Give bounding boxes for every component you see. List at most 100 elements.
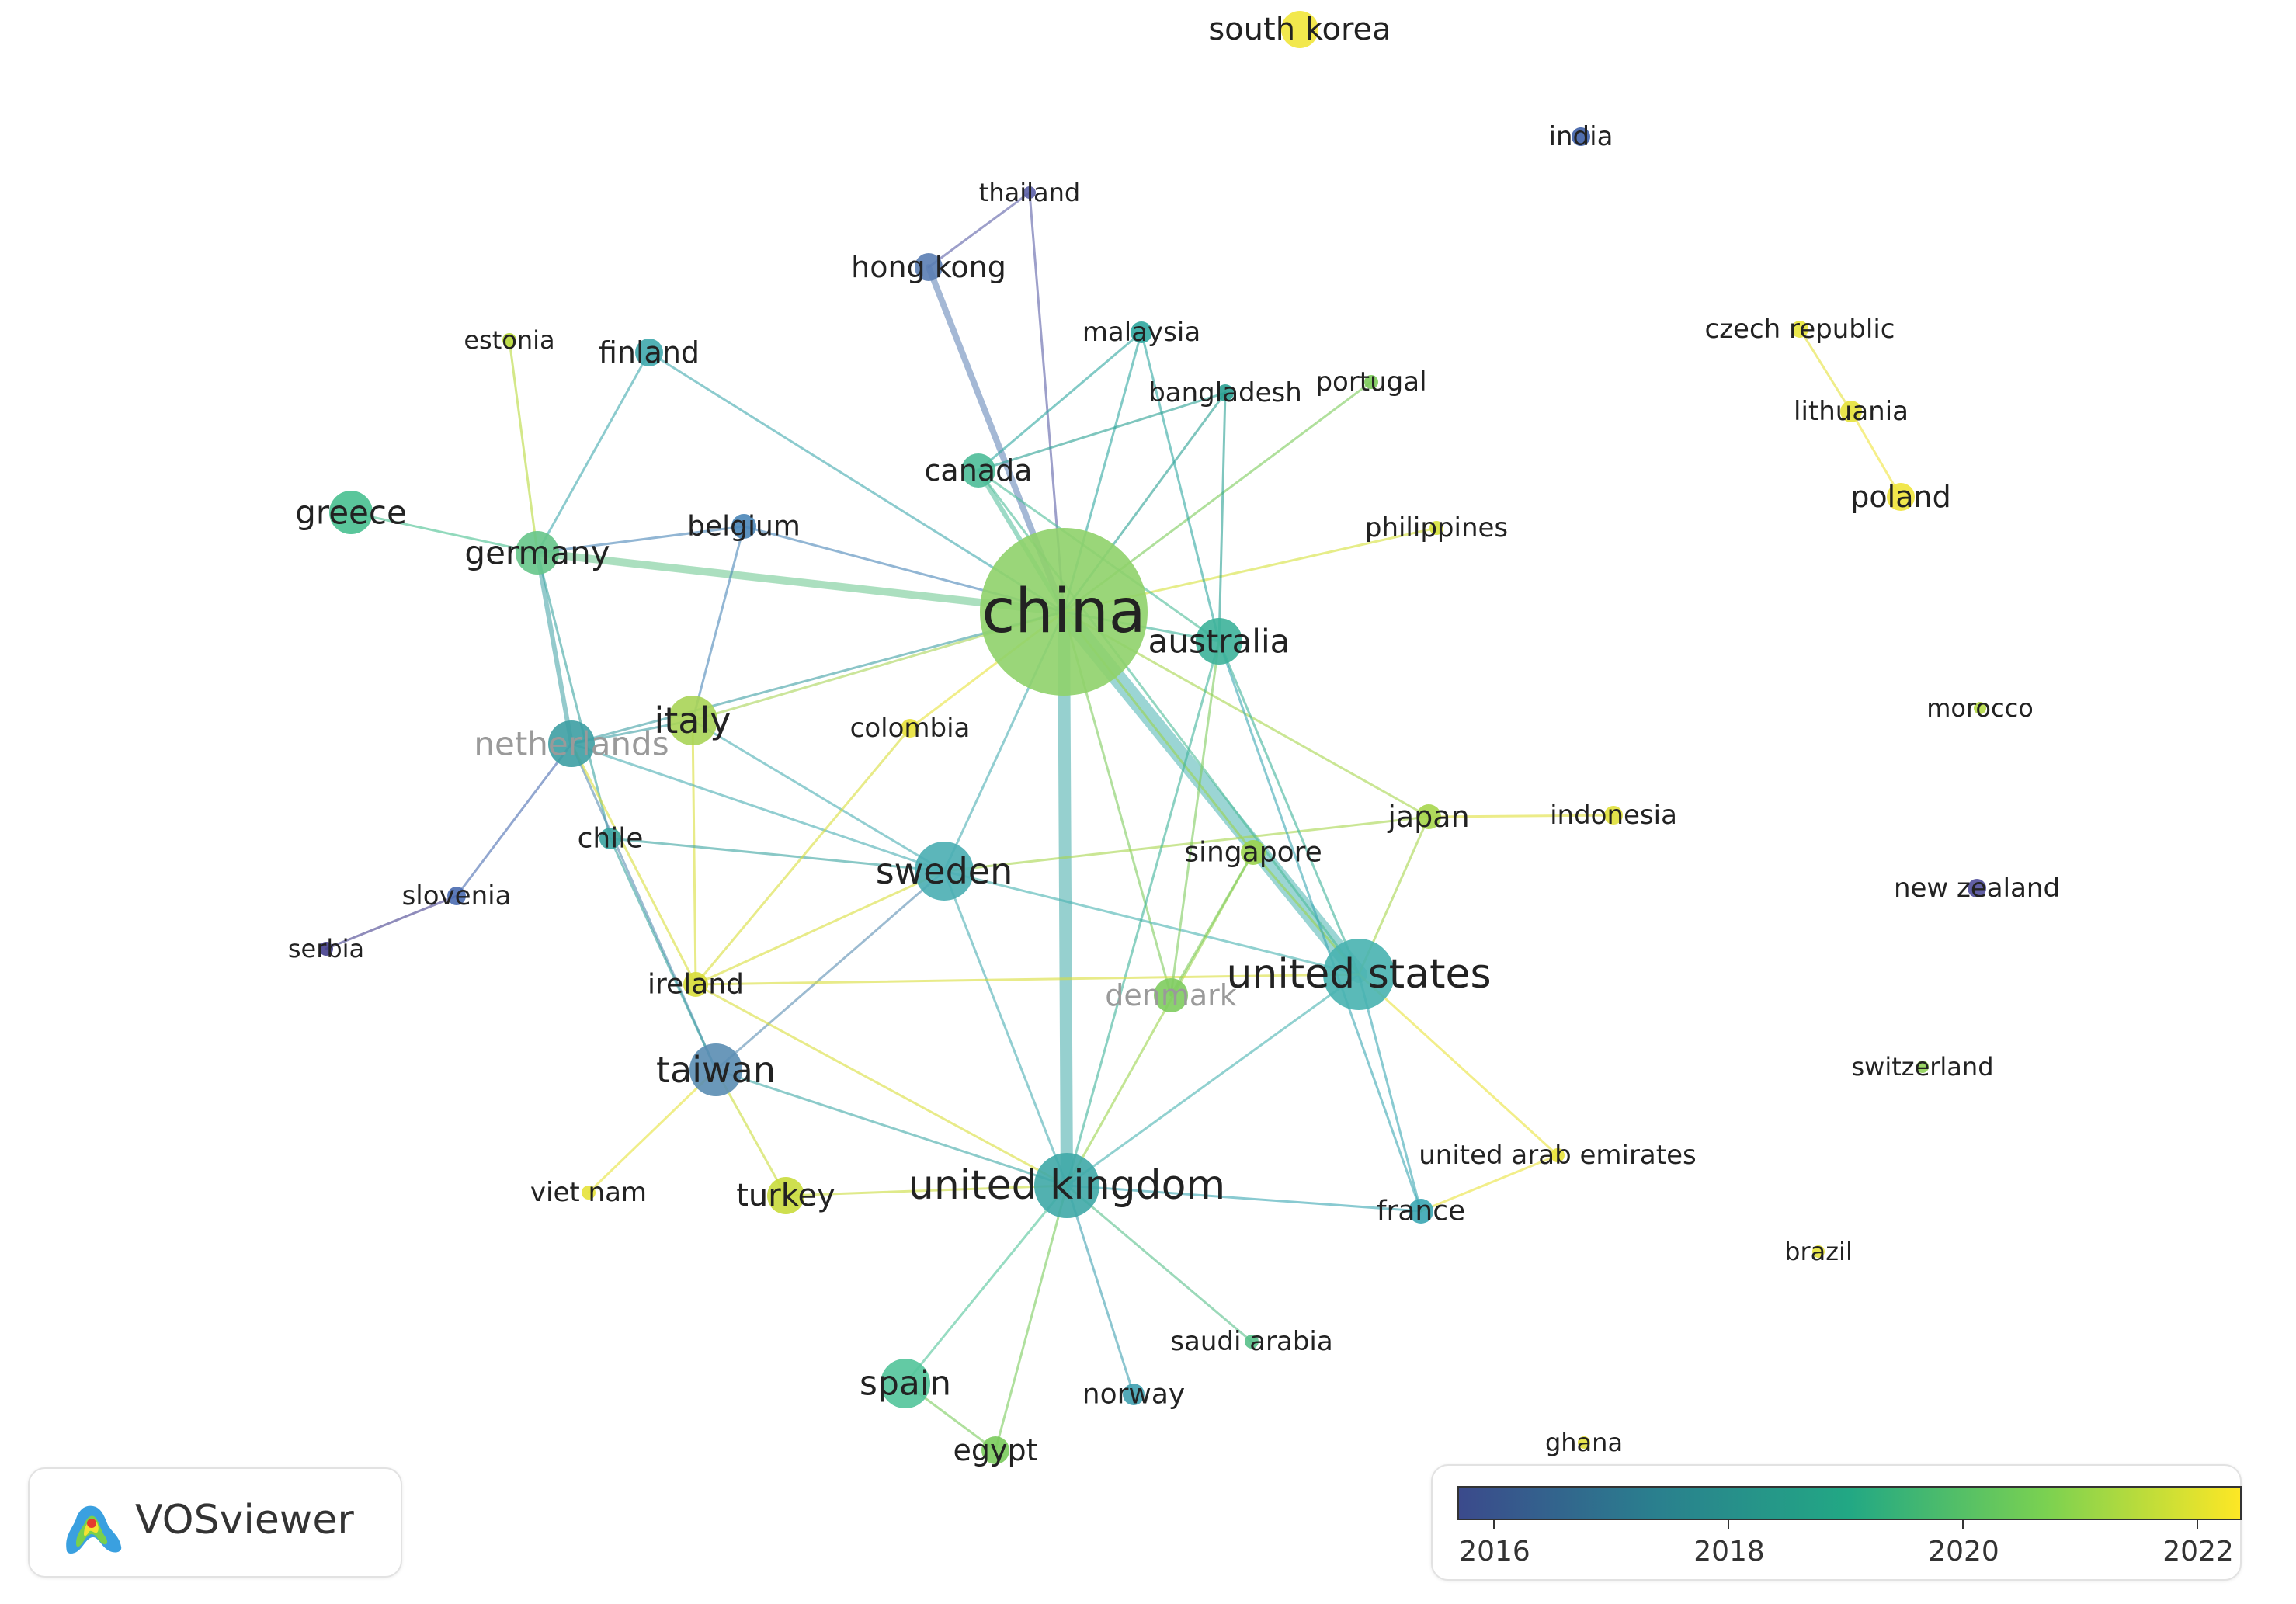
node-switzerland[interactable] xyxy=(1916,1061,1929,1073)
node-malaysia[interactable] xyxy=(1131,321,1152,343)
legend-label-2022: 2022 xyxy=(2162,1536,2234,1568)
link-lithuania-poland xyxy=(1850,410,1902,498)
link-australia-france xyxy=(1217,640,1422,1213)
label-switzerland: switzerland xyxy=(1851,1052,1993,1081)
link-united_kingdom-united_states xyxy=(1065,973,1360,1187)
label-finland: finland xyxy=(599,335,700,370)
link-united_states-united_arab_emirates xyxy=(1357,973,1559,1157)
link-united_states-france xyxy=(1357,973,1422,1213)
legend-tick xyxy=(1728,1520,1729,1529)
link-united_kingdom-australia xyxy=(1065,640,1221,1187)
link-czech_republic-lithuania xyxy=(1798,328,1853,413)
node-japan[interactable] xyxy=(1416,804,1441,829)
label-bangladesh: bangladesh xyxy=(1148,377,1302,408)
node-germany[interactable] xyxy=(516,531,559,575)
node-norway[interactable] xyxy=(1123,1384,1145,1405)
link-united_kingdom-egypt xyxy=(994,1184,1068,1452)
link-france-united_arab_emirates xyxy=(1419,1154,1559,1213)
label-belgium: belgium xyxy=(687,511,801,543)
node-new-zealand[interactable] xyxy=(1968,879,1986,897)
node-portugal[interactable] xyxy=(1364,375,1378,389)
node-bangladesh[interactable] xyxy=(1217,384,1234,401)
node-egypt[interactable] xyxy=(981,1436,1009,1464)
node-serbia[interactable] xyxy=(319,942,333,956)
legend-gradient-bar xyxy=(1457,1486,2242,1520)
label-japan: japan xyxy=(1387,800,1469,834)
legend-label-2016: 2016 xyxy=(1459,1536,1530,1568)
node-morocco[interactable] xyxy=(1974,702,1986,714)
node-czech-republic[interactable] xyxy=(1791,321,1808,338)
node-colombia[interactable] xyxy=(901,719,919,738)
node-united-kingdom[interactable] xyxy=(1034,1153,1099,1218)
link-germany-chile xyxy=(536,551,612,840)
node-hong-kong[interactable] xyxy=(915,253,943,281)
label-netherlands: netherlands xyxy=(474,725,669,763)
node-ireland[interactable] xyxy=(683,972,708,997)
label-taiwan: taiwan xyxy=(656,1049,776,1091)
label-united-states: united states xyxy=(1226,951,1491,998)
node-chile[interactable] xyxy=(599,828,621,849)
link-germany-estonia xyxy=(508,339,539,554)
node-australia[interactable] xyxy=(1196,618,1242,665)
link-germany-netherlands xyxy=(535,550,574,746)
link-australia-malaysia xyxy=(1140,331,1221,643)
link-hong_kong-thailand xyxy=(927,191,1031,269)
node-france[interactable] xyxy=(1409,1199,1433,1224)
node-spain[interactable] xyxy=(881,1359,930,1408)
node-thailand[interactable] xyxy=(1023,186,1036,199)
link-netherlands-slovenia xyxy=(455,742,573,897)
node-italy[interactable] xyxy=(668,696,717,745)
link-united_kingdom-ireland xyxy=(694,983,1068,1187)
link-netherlands-sweden xyxy=(570,742,946,873)
node-netherlands[interactable] xyxy=(548,720,595,767)
label-slovenia: slovenia xyxy=(402,880,512,911)
label-united-arab-emirates: united arab emirates xyxy=(1419,1140,1696,1171)
label-germany: germany xyxy=(464,534,610,572)
node-estonia[interactable] xyxy=(502,333,516,347)
node-ghana[interactable] xyxy=(1578,1436,1590,1449)
node-denmark[interactable] xyxy=(1154,978,1188,1012)
node-singapore[interactable] xyxy=(1241,840,1266,865)
node-saudi-arabia[interactable] xyxy=(1245,1335,1259,1349)
node-brazil[interactable] xyxy=(1812,1245,1825,1258)
node-lithuania[interactable] xyxy=(1840,401,1862,422)
label-thailand: thailand xyxy=(979,178,1080,207)
node-finland[interactable] xyxy=(635,339,663,366)
node-taiwan[interactable] xyxy=(689,1043,742,1096)
node-belgium[interactable] xyxy=(731,514,756,539)
label-saudi-arabia: saudi arabia xyxy=(1170,1326,1332,1357)
legend-ticks xyxy=(1457,1520,2242,1531)
label-new-zealand: new zealand xyxy=(1894,873,2060,904)
node-philippines[interactable] xyxy=(1429,521,1443,535)
link-japan-indonesia xyxy=(1427,814,1615,818)
label-singapore: singapore xyxy=(1184,837,1322,869)
link-colombia-ireland xyxy=(694,727,912,986)
link-taiwan-viet_nam xyxy=(587,1068,717,1194)
node-greece[interactable] xyxy=(329,491,373,534)
node-china[interactable] xyxy=(980,528,1148,696)
link-australia-denmark xyxy=(1169,640,1221,997)
node-united-arab-emirates[interactable] xyxy=(1551,1148,1565,1162)
label-chile: chile xyxy=(578,823,644,855)
node-indonesia[interactable] xyxy=(1604,806,1623,825)
link-united_kingdom-sweden xyxy=(943,870,1068,1187)
node-viet-nam[interactable] xyxy=(582,1186,596,1200)
link-italy-ireland xyxy=(691,719,697,986)
node-india[interactable] xyxy=(1572,127,1590,146)
label-morocco: morocco xyxy=(1926,693,2034,723)
node-poland[interactable] xyxy=(1887,483,1915,511)
label-indonesia: indonesia xyxy=(1550,800,1677,831)
label-australia: australia xyxy=(1148,623,1290,661)
node-south-korea[interactable] xyxy=(1281,11,1318,48)
label-portugal: portugal xyxy=(1315,366,1426,398)
link-germany-finland xyxy=(536,351,651,554)
node-united-states[interactable] xyxy=(1323,939,1395,1010)
label-malaysia: malaysia xyxy=(1082,317,1200,348)
node-canada[interactable] xyxy=(961,453,995,488)
link-germany-greece xyxy=(349,511,539,554)
node-turkey[interactable] xyxy=(767,1177,804,1214)
link-china-germany xyxy=(533,549,1068,616)
node-slovenia[interactable] xyxy=(447,887,466,905)
node-sweden[interactable] xyxy=(915,842,974,901)
